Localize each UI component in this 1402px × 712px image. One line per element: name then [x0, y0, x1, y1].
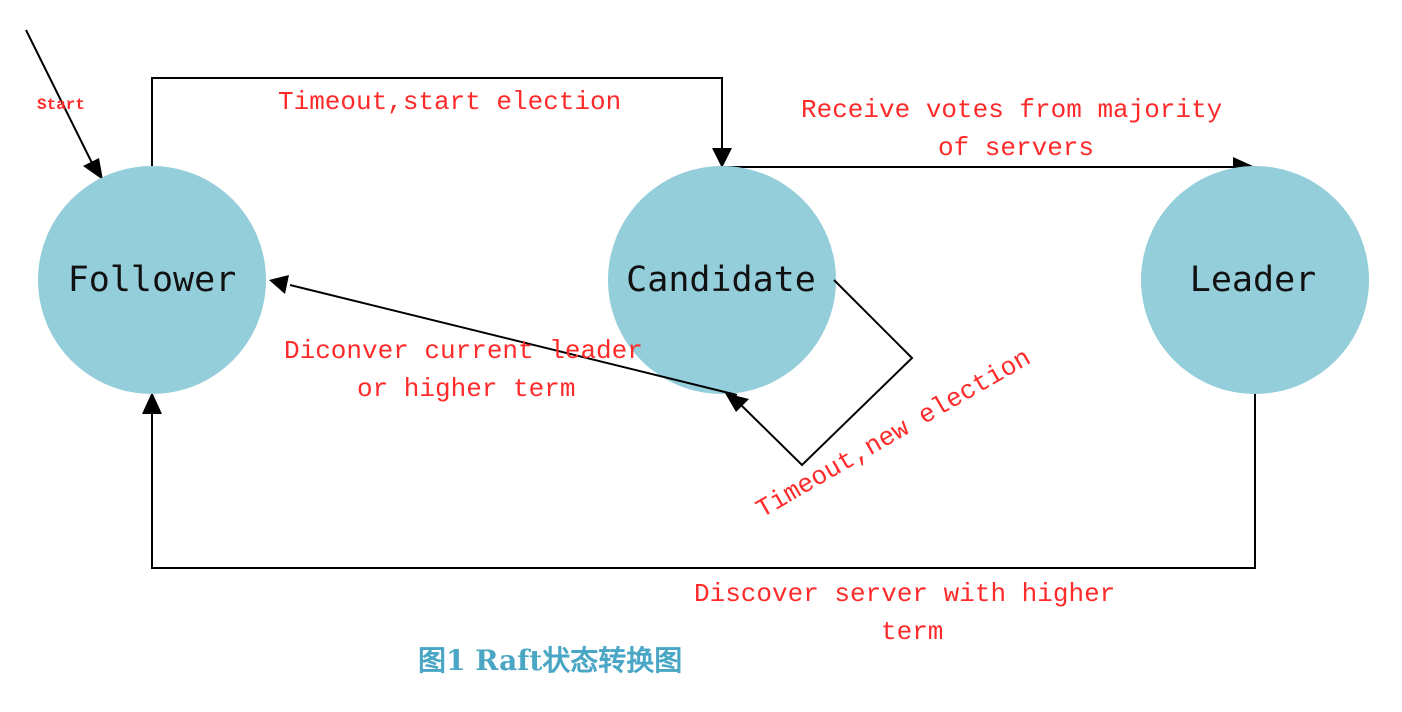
- figure-caption: 图1 Raft状态转换图: [418, 644, 682, 677]
- edge-candidate-self-loop-arrowhead: [725, 393, 749, 412]
- edge-follower-to-candidate: [151, 77, 723, 168]
- label-receive-votes-line1: Receive votes from majority: [801, 95, 1222, 125]
- candidate-label: Candidate: [626, 260, 816, 300]
- leader-label: Leader: [1190, 260, 1316, 300]
- label-timeout-new-election: Timeout,new election: [751, 343, 1036, 525]
- edge-candidate-self-loop: [740, 279, 914, 467]
- edge-leader-to-follower-arrowhead: [142, 392, 162, 414]
- label-discover-server-line2: term: [881, 617, 943, 647]
- candidate-node: [608, 166, 836, 394]
- follower-label: Follower: [68, 260, 237, 300]
- label-receive-votes-line2: of servers: [938, 133, 1094, 163]
- edge-follower-to-candidate-arrowhead: [712, 148, 732, 168]
- edge-leader-to-follower: [151, 393, 1256, 569]
- leader-node: [1141, 166, 1369, 394]
- label-discover-server-line1: Discover server with higher: [694, 579, 1115, 609]
- start-arrowhead: [83, 158, 103, 180]
- start-arrow: [25, 29, 93, 164]
- label-discover-leader-line2: or higher term: [357, 374, 575, 404]
- label-discover-leader-line1: Diconver current leader: [284, 336, 643, 366]
- edge-candidate-to-follower: [289, 284, 738, 396]
- follower-node: [38, 166, 266, 394]
- start-label: Start: [37, 96, 85, 114]
- label-timeout-start-election: Timeout,start election: [278, 87, 621, 117]
- edge-candidate-to-follower-arrowhead: [269, 275, 289, 294]
